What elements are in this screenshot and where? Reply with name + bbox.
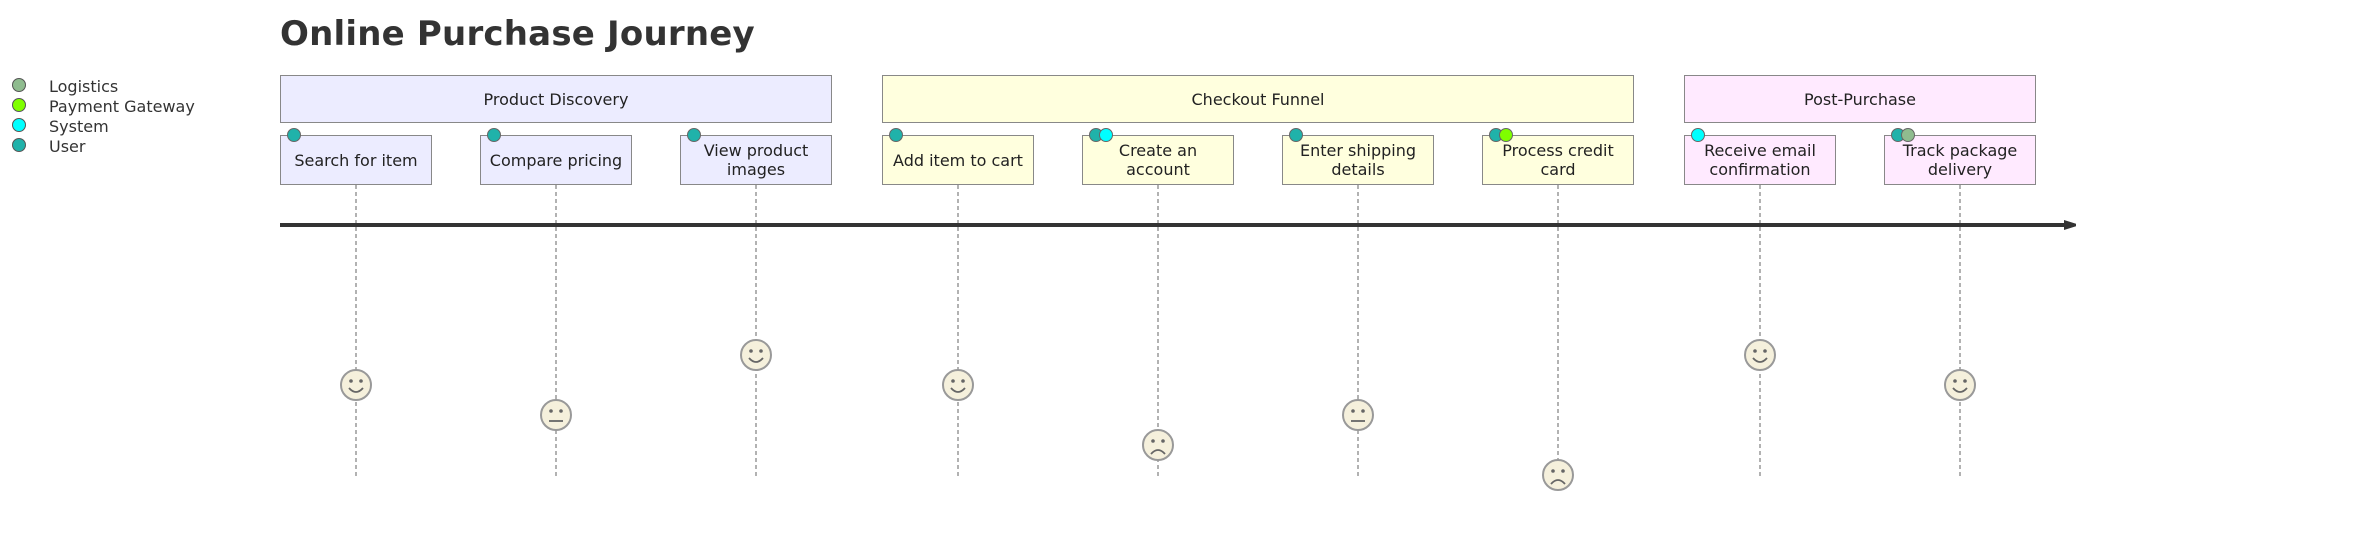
task-label: Process credit card [1502,141,1614,179]
section-label: Product Discovery [483,89,629,109]
actor-dot-user [287,128,301,142]
section-label: Post-Purchase [1804,89,1916,109]
task-compare-pricing: Compare pricing [480,135,632,185]
task-label: Add item to cart [893,150,1023,170]
task-add-item-to-cart: Add item to cart [882,135,1034,185]
task-receive-email-confirmation: Receive email confirmation [1684,135,1836,185]
task-enter-shipping-details: Enter shipping details [1282,135,1434,185]
task-label: View product images [703,141,809,179]
task-label: Search for item [294,150,418,170]
task-label: Create an account [1118,141,1198,179]
task-process-credit-card: Process credit card [1482,135,1634,185]
mood-face-happy-icon [740,339,772,371]
actor-dot-system [1691,128,1705,142]
diagram-title: Online Purchase Journey [280,14,755,54]
mood-faces [340,339,1976,491]
task-label: Compare pricing [489,150,623,170]
task-label: Receive email confirmation [1704,141,1816,179]
actor-dot-payment-gateway [1499,128,1513,142]
actor-dot-user [1289,128,1303,142]
mood-face-neutral-icon [1342,399,1374,431]
mood-face-happy-icon [1944,369,1976,401]
mood-face-neutral-icon [540,399,572,431]
section-label: Checkout Funnel [1191,89,1325,109]
legend-dot-payment-gateway [12,98,26,112]
mood-face-sad-icon [1142,429,1174,461]
actor-dot-user [687,128,701,142]
task-label: Enter shipping details [1299,141,1416,179]
section-checkout-funnel: Checkout Funnel [882,75,1634,123]
legend-label: System [49,117,109,136]
actor-dot-user [487,128,501,142]
legend-label: Logistics [49,77,119,96]
actor-dot-logistics [1901,128,1915,142]
legend-label: Payment Gateway [49,97,195,116]
legend-dot-system [12,118,26,132]
task-label: Track package delivery [1902,141,2018,179]
mood-face-sad-icon [1542,459,1574,491]
task-view-product-images: View product images [680,135,832,185]
task-search-for-item: Search for item [280,135,432,185]
legend-dot-logistics [12,78,26,92]
actor-dot-user [889,128,903,142]
task-track-package-delivery: Track package delivery [1884,135,2036,185]
section-post-purchase: Post-Purchase [1684,75,2036,123]
legend-label: User [49,137,86,156]
section-product-discovery: Product Discovery [280,75,832,123]
mood-face-happy-icon [340,369,372,401]
mood-face-happy-icon [942,369,974,401]
legend-dot-user [12,138,26,152]
actor-dot-system [1099,128,1113,142]
task-create-an-account: Create an account [1082,135,1234,185]
mood-face-happy-icon [1744,339,1776,371]
